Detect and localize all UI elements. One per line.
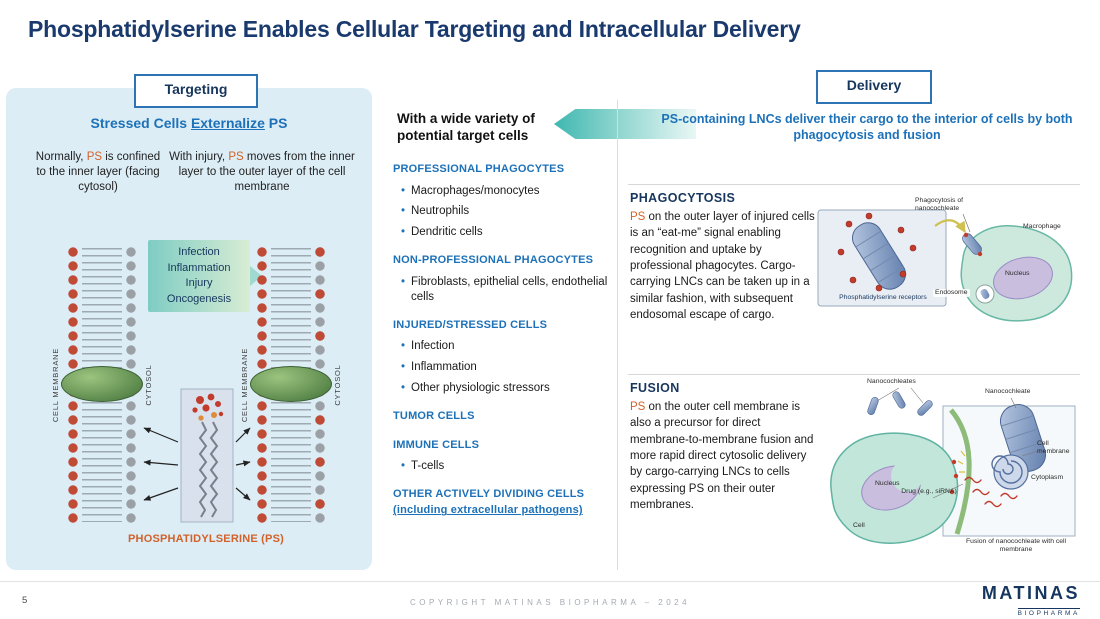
membrane-protein (61, 366, 143, 402)
ps-highlight: PS (228, 151, 244, 163)
drug-sirna-label: Drug (e.g., siRNA) (901, 488, 957, 495)
list-item: Inflammation (393, 360, 617, 375)
phagocytosis-header: PHAGOCYTOSIS (630, 191, 736, 205)
cytoplasm-label: Cytoplasm (1031, 474, 1064, 481)
cell-group-tumor-cells: TUMOR CELLS (393, 408, 617, 425)
list-item: Infection (393, 339, 617, 354)
logo-wordmark: MATINAS (981, 583, 1080, 603)
group-header: IMMUNE CELLS (393, 438, 480, 451)
list-item: Other physiologic stressors (393, 381, 617, 396)
cytosol-label: CYTOSOL (333, 364, 342, 406)
endosome-label: Endosome (933, 289, 970, 298)
group-header: TUMOR CELLS (393, 410, 475, 422)
ps-highlight: PS (86, 151, 103, 163)
heading-pre: Stressed Cells (90, 115, 191, 131)
trigger-line: Infection (178, 246, 220, 258)
cell-group-other-dividing-cells: OTHER ACTIVELY DIVIDING CELLS (including… (393, 486, 617, 519)
ps-highlight: PS (630, 401, 646, 413)
cell-membrane-label: CELL MEMBRANE (240, 347, 249, 423)
fusion-body: PS on the outer cell membrane is also a … (630, 401, 814, 511)
list-item: Dendritic cells (393, 225, 617, 240)
targeting-panel: Stressed Cells Externalize PS Normally, … (6, 88, 372, 570)
membrane-protein (250, 366, 332, 402)
cytosol-label: CYTOSOL (144, 364, 153, 406)
heading-post: PS (264, 115, 288, 131)
group-header: PROFESSIONAL PHAGOCYTES (393, 163, 565, 175)
fusion-caption: Fusion of nanocochleate with cell membra… (965, 538, 1067, 554)
fusion-illustration: Nanocochleates Nanocochleate Cell membra… (815, 376, 1081, 568)
normal-ps-text: Normally, PS is confined to the inner la… (35, 151, 161, 194)
logo-subtext: BIOPHARMA (1017, 608, 1080, 617)
list-item: T-cells (393, 459, 617, 474)
fusion-header: FUSION (630, 381, 680, 395)
macrophage-label: Macrophage (1023, 223, 1061, 230)
delivery-badge: Delivery (816, 70, 932, 104)
delivery-heading: PS-containing LNCs deliver their cargo t… (661, 112, 1073, 143)
list-item: Macrophages/monocytes (393, 184, 617, 199)
list-item: Fibroblasts, epithelial cells, endotheli… (393, 275, 617, 305)
group-header: OTHER ACTIVELY DIVIDING CELLS (including… (393, 487, 585, 517)
group-header: INJURED/STRESSED CELLS (393, 318, 548, 331)
vertical-divider (617, 100, 618, 570)
matinas-logo: MATINAS BIOPHARMA (982, 584, 1080, 619)
trigger-line: Oncogenesis (166, 292, 232, 305)
cell-membrane-label: CELL MEMBRANE (51, 347, 60, 423)
section-divider (628, 184, 1080, 185)
ps-pointer-arrows (143, 427, 251, 501)
section-divider (628, 374, 1080, 375)
stressed-cells-heading: Stressed Cells Externalize PS (6, 115, 372, 131)
target-cells-list: PROFESSIONAL PHAGOCYTES Macrophages/mono… (393, 161, 617, 531)
cell-label: Cell (853, 522, 865, 529)
slide-title: Phosphatidylserine Enables Cellular Targ… (28, 16, 801, 42)
phosphatidylserine-caption: PHOSPHATIDYLSERINE (PS) (128, 533, 284, 545)
cell-group-non-professional-phagocytes: NON-PROFESSIONAL PHAGOCYTES Fibroblasts,… (393, 252, 617, 304)
ps-highlight: PS (630, 211, 646, 223)
group-header-underlined: (including extracellular pathogens) (393, 504, 583, 517)
nucleus-label: Nucleus (1005, 270, 1030, 277)
footer-divider (0, 581, 1100, 582)
phagocytosis-illustration: Phagocytosis of nanocochleate Macrophage… (815, 194, 1081, 352)
cell-membrane-label: Cell membrane (1037, 440, 1070, 456)
phagocytosis-drawing (817, 209, 1073, 322)
heading-underlined: Externalize (190, 115, 265, 131)
left-block-arrow-icon (554, 109, 696, 139)
nanocochleates-label: Nanocochleates (867, 378, 916, 385)
cell-group-injured-stressed-cells: INJURED/STRESSED CELLS Infection Inflamm… (393, 317, 617, 396)
phosphatidylserine-molecule (180, 388, 234, 523)
cell-group-professional-phagocytes: PROFESSIONAL PHAGOCYTES Macrophages/mono… (393, 161, 617, 240)
list-item: Neutrophils (393, 204, 617, 219)
group-header: NON-PROFESSIONAL PHAGOCYTES (393, 254, 594, 267)
nucleus-label: Nucleus (875, 480, 900, 487)
phagocytosis-of-nanocochleate-label: Phagocytosis of nanocochleate (915, 197, 963, 213)
cell-membrane-diagram-normal: CELL MEMBRANE CYTOSOL (51, 245, 153, 525)
targeting-badge: Targeting (134, 74, 258, 108)
injury-ps-text: With injury, PS moves from the inner lay… (169, 151, 355, 194)
copyright-text: COPYRIGHT MATINAS BIOPHARMA – 2024 (409, 598, 691, 607)
page-number: 5 (22, 595, 28, 606)
fusion-drawing (830, 387, 1076, 544)
phosphatidylserine-receptors-label: Phosphatidylserine receptors (839, 294, 927, 301)
phagocytosis-body: PS on the outer layer of injured cells i… (630, 211, 815, 321)
trigger-line: Inflammation (167, 261, 231, 274)
nanocochleate-label: Nanocochleate (985, 388, 1031, 395)
target-cells-heading: With a wide variety of potential target … (397, 111, 535, 143)
cell-membrane-diagram-injured: CELL MEMBRANE CYTOSOL (240, 245, 342, 525)
cell-group-immune-cells: IMMUNE CELLS T-cells (393, 437, 617, 474)
trigger-line: Injury (185, 277, 213, 290)
injury-triggers-box: Infection Inflammation Injury Oncogenesi… (148, 240, 250, 313)
